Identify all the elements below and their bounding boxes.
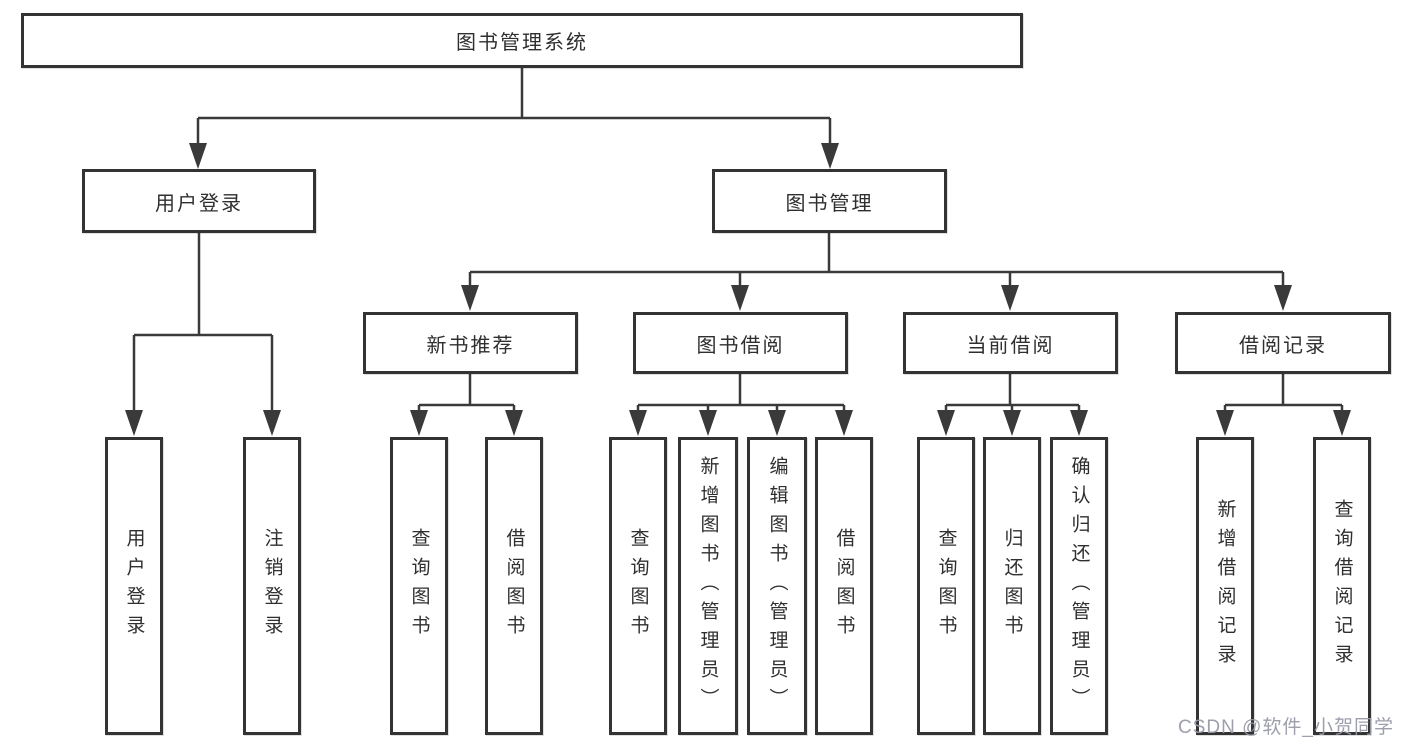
node-label: 查询图书 [935,528,957,644]
node-label: 借阅记录 [1239,334,1327,357]
node-label: 用户登录 [155,192,243,215]
node-user-login: 用户登录 [105,437,163,735]
node-label: 查询借阅记录 [1331,499,1353,673]
node-borrow-records: 借阅记录 [1175,312,1391,374]
node-label: 查询图书 [627,528,649,644]
node-label: 编辑图书（管理员） [766,455,788,717]
connector-user-login-children [132,233,274,414]
node-label: 确认归还（管理员） [1068,455,1090,717]
node-query-books-current: 查询图书 [917,437,975,735]
node-borrow-books-recommend: 借阅图书 [485,437,543,735]
node-label: 新增图书（管理员） [697,455,719,717]
node-label: 图书管理 [785,192,874,215]
node-new-book-recommend: 新书推荐 [363,312,578,374]
connector-current-borrow-children [944,374,1081,414]
node-label: 新增借阅记录 [1214,499,1236,673]
node-book-management-system: 图书管理系统 [21,13,1023,68]
node-label: 图书借阅 [696,334,785,357]
connector-new-book-children [417,374,516,414]
node-label: 借阅图书 [503,528,525,644]
node-user-login-branch: 用户登录 [82,169,316,233]
node-edit-books-admin: 编辑图书（管理员） [747,437,807,735]
node-query-books-borrow: 查询图书 [609,437,667,735]
node-label: 用户登录 [123,528,145,644]
node-label: 归还图书 [1001,528,1023,644]
node-label: 图书管理系统 [456,32,588,54]
csdn-watermark: CSDN @软件_小贺同学 [1178,717,1394,738]
node-label: 注销登录 [261,528,283,644]
node-label: 借阅图书 [833,528,855,644]
node-add-borrow-record: 新增借阅记录 [1196,437,1254,735]
node-query-borrow-record: 查询借阅记录 [1313,437,1371,735]
connector-borrow-record-children [1223,374,1344,414]
connector-book-borrow-children [636,374,846,414]
node-confirm-return-admin: 确认归还（管理员） [1050,437,1108,735]
connector-root-to-branches [196,68,832,148]
node-borrow-books: 借阅图书 [815,437,873,735]
node-add-books-admin: 新增图书（管理员） [678,437,738,735]
node-logout: 注销登录 [243,437,301,735]
node-return-books: 归还图书 [983,437,1041,735]
node-label: 查询图书 [408,528,430,644]
node-book-management-branch: 图书管理 [712,169,947,233]
node-label: 当前借阅 [966,334,1055,357]
node-book-borrow: 图书借阅 [633,312,848,374]
node-current-borrow: 当前借阅 [903,312,1118,374]
node-label: 新书推荐 [426,334,515,357]
node-query-books-recommend: 查询图书 [390,437,448,735]
connector-book-mgmt-children [468,233,1285,290]
